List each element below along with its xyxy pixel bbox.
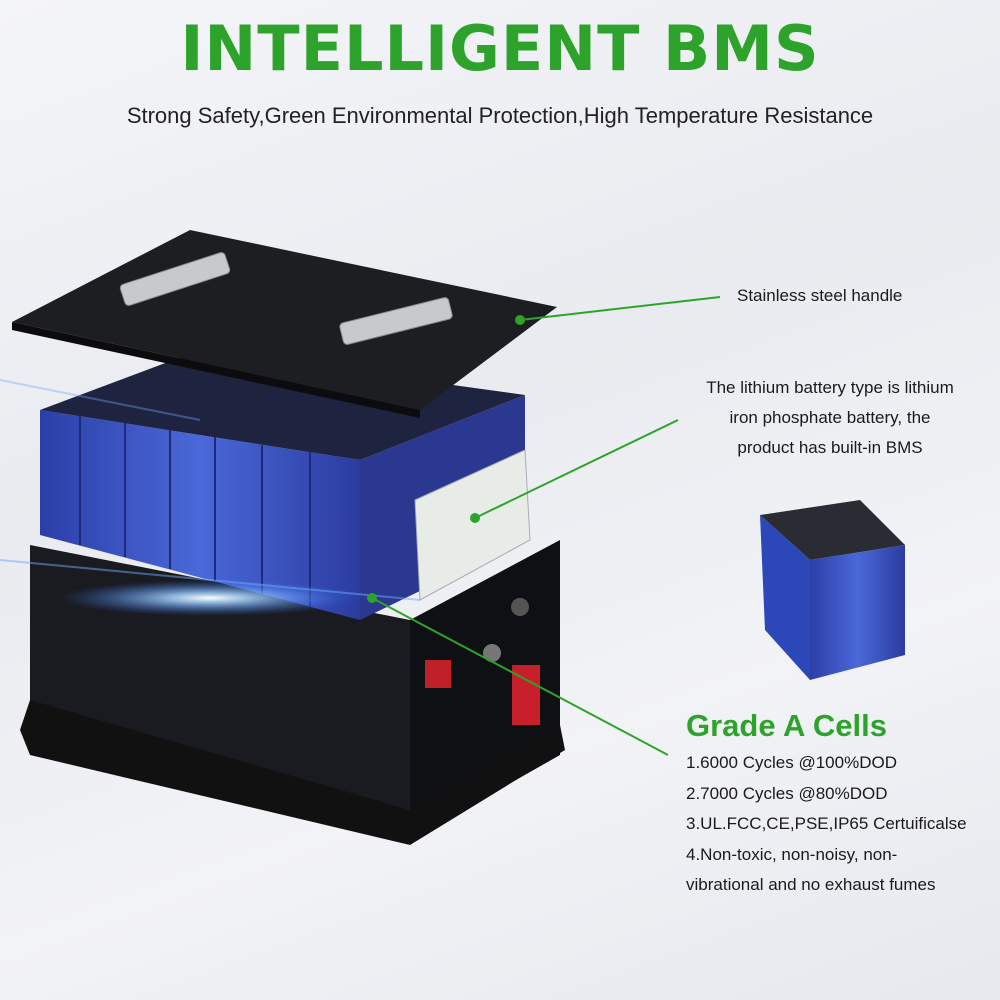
feature-item: 1.6000 Cycles @100%DOD <box>686 753 897 772</box>
light-flare <box>60 580 360 616</box>
bms-board <box>414 449 531 601</box>
callout-line: product has built-in BMS <box>737 438 923 457</box>
feature-item: 2.7000 Cycles @80%DOD <box>686 783 888 803</box>
battery-case <box>20 540 565 845</box>
cell-pack <box>40 350 531 620</box>
battery-lid <box>12 230 557 418</box>
cells-title: Grade A Cells <box>686 708 888 743</box>
positive-terminal <box>425 660 451 688</box>
handle <box>119 252 453 345</box>
handle-callout: Stainless steel handle <box>737 286 903 305</box>
feature-item: vibrational and no exhaust fumes <box>686 875 936 894</box>
callout-line: The lithium battery type is lithium <box>706 378 954 397</box>
connector <box>483 644 501 662</box>
battery-type-callout: The lithium battery type is lithium iron… <box>680 373 980 463</box>
subtitle: Strong Safety,Green Environmental Protec… <box>126 103 874 128</box>
feature-item: 3.UL.FCC,CE,PSE,IP65 Certuificalse <box>686 814 967 833</box>
lfp-cell-image <box>760 500 905 680</box>
feature-item: 4.Non-toxic, non-noisy, non- <box>686 844 898 864</box>
grade-a-cells-section: Grade A Cells 1.6000 Cycles @100%DOD 2.7… <box>686 708 967 901</box>
leader-lines <box>367 296 721 756</box>
connector <box>511 598 529 616</box>
page-title: INTELLIGENT BMS <box>180 12 820 85</box>
callout-line: iron phosphate battery, the <box>729 408 931 427</box>
